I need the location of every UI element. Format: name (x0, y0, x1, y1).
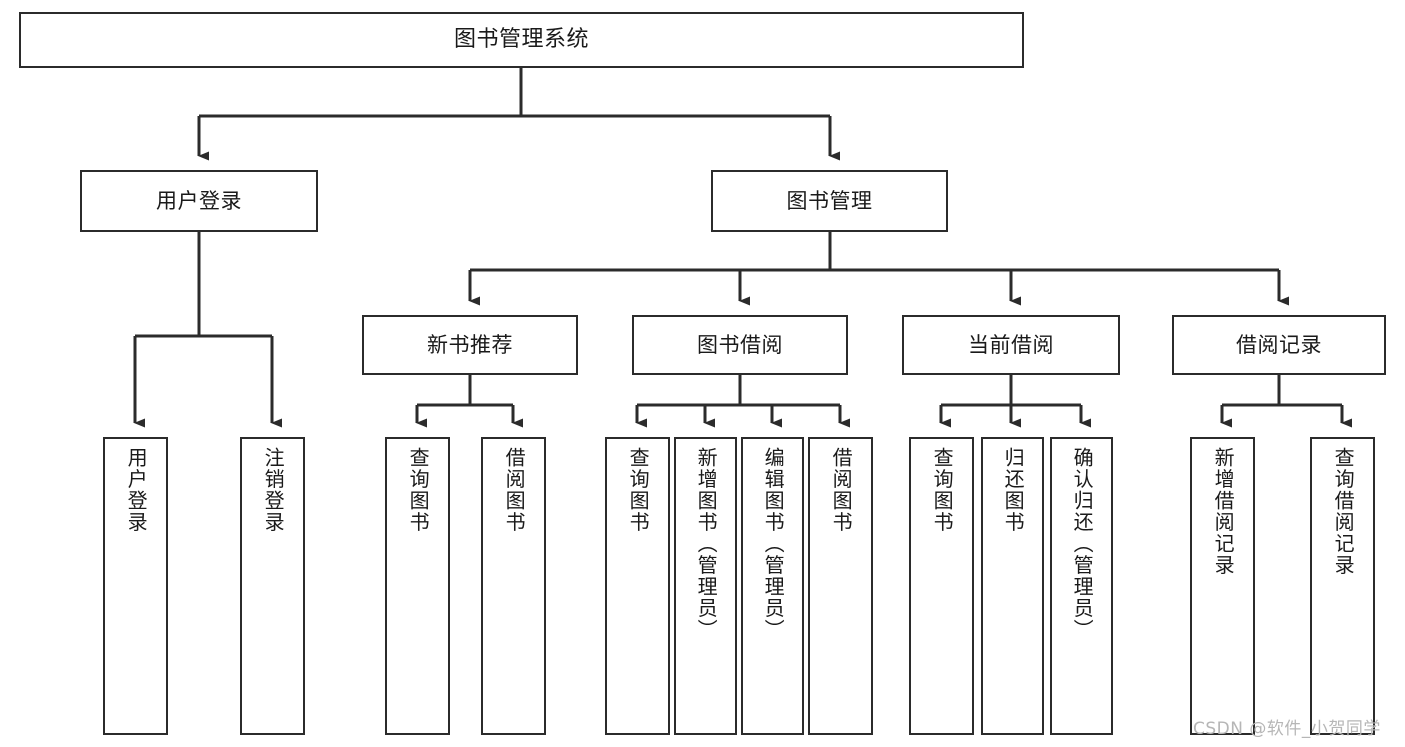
node-book-management-label: 图书管理 (786, 188, 873, 213)
node-user-login-label: 用户登录 (156, 188, 242, 213)
node-new-book-recommend[interactable]: 新书推荐 (362, 315, 578, 375)
node-leaf-label: 编辑图书（管理员） (761, 447, 786, 641)
node-root-label: 图书管理系统 (453, 27, 589, 53)
node-borrow-records-label: 借阅记录 (1236, 332, 1322, 357)
node-leaf-label: 查询图书 (930, 447, 955, 533)
node-book-management[interactable]: 图书管理 (711, 170, 948, 232)
node-new-book-recommend-label: 新书推荐 (427, 332, 513, 357)
node-leaf-label: 新增借阅记录 (1211, 447, 1236, 576)
node-root-system[interactable]: 图书管理系统 (19, 12, 1024, 68)
node-leaf-label: 归还图书 (1001, 447, 1026, 533)
node-leaf-logout[interactable]: 注销登录 (240, 437, 305, 735)
node-leaf-label: 注销登录 (261, 447, 286, 533)
node-current-borrow-label: 当前借阅 (968, 332, 1054, 357)
node-leaf-label: 借阅图书 (829, 447, 854, 533)
node-current-borrow[interactable]: 当前借阅 (902, 315, 1120, 375)
node-leaf-label: 查询图书 (626, 447, 651, 533)
node-leaf-edit-book-admin[interactable]: 编辑图书（管理员） (741, 437, 804, 735)
node-leaf-label: 用户登录 (124, 447, 149, 533)
node-leaf-user-login[interactable]: 用户登录 (103, 437, 168, 735)
node-leaf-borrow-book-recommend[interactable]: 借阅图书 (481, 437, 546, 735)
node-leaf-label: 查询图书 (406, 447, 431, 533)
node-leaf-query-borrow-record[interactable]: 查询借阅记录 (1310, 437, 1375, 735)
node-leaf-add-book-admin[interactable]: 新增图书（管理员） (674, 437, 737, 735)
node-leaf-query-book-borrow[interactable]: 查询图书 (605, 437, 670, 735)
node-leaf-add-borrow-record[interactable]: 新增借阅记录 (1190, 437, 1255, 735)
node-leaf-label: 查询借阅记录 (1331, 447, 1356, 576)
node-leaf-borrow-book[interactable]: 借阅图书 (808, 437, 873, 735)
node-leaf-query-book-current[interactable]: 查询图书 (909, 437, 974, 735)
node-leaf-confirm-return-admin[interactable]: 确认归还（管理员） (1050, 437, 1113, 735)
csdn-watermark: CSDN @软件_小贺同学 (1193, 719, 1381, 739)
node-book-borrow-label: 图书借阅 (697, 332, 783, 357)
node-borrow-records[interactable]: 借阅记录 (1172, 315, 1386, 375)
node-leaf-label: 借阅图书 (502, 447, 527, 533)
node-leaf-label: 新增图书（管理员） (694, 447, 719, 641)
node-leaf-return-book[interactable]: 归还图书 (981, 437, 1044, 735)
node-book-borrow[interactable]: 图书借阅 (632, 315, 848, 375)
node-leaf-query-book-recommend[interactable]: 查询图书 (385, 437, 450, 735)
node-user-login[interactable]: 用户登录 (80, 170, 318, 232)
node-leaf-label: 确认归还（管理员） (1070, 447, 1095, 641)
